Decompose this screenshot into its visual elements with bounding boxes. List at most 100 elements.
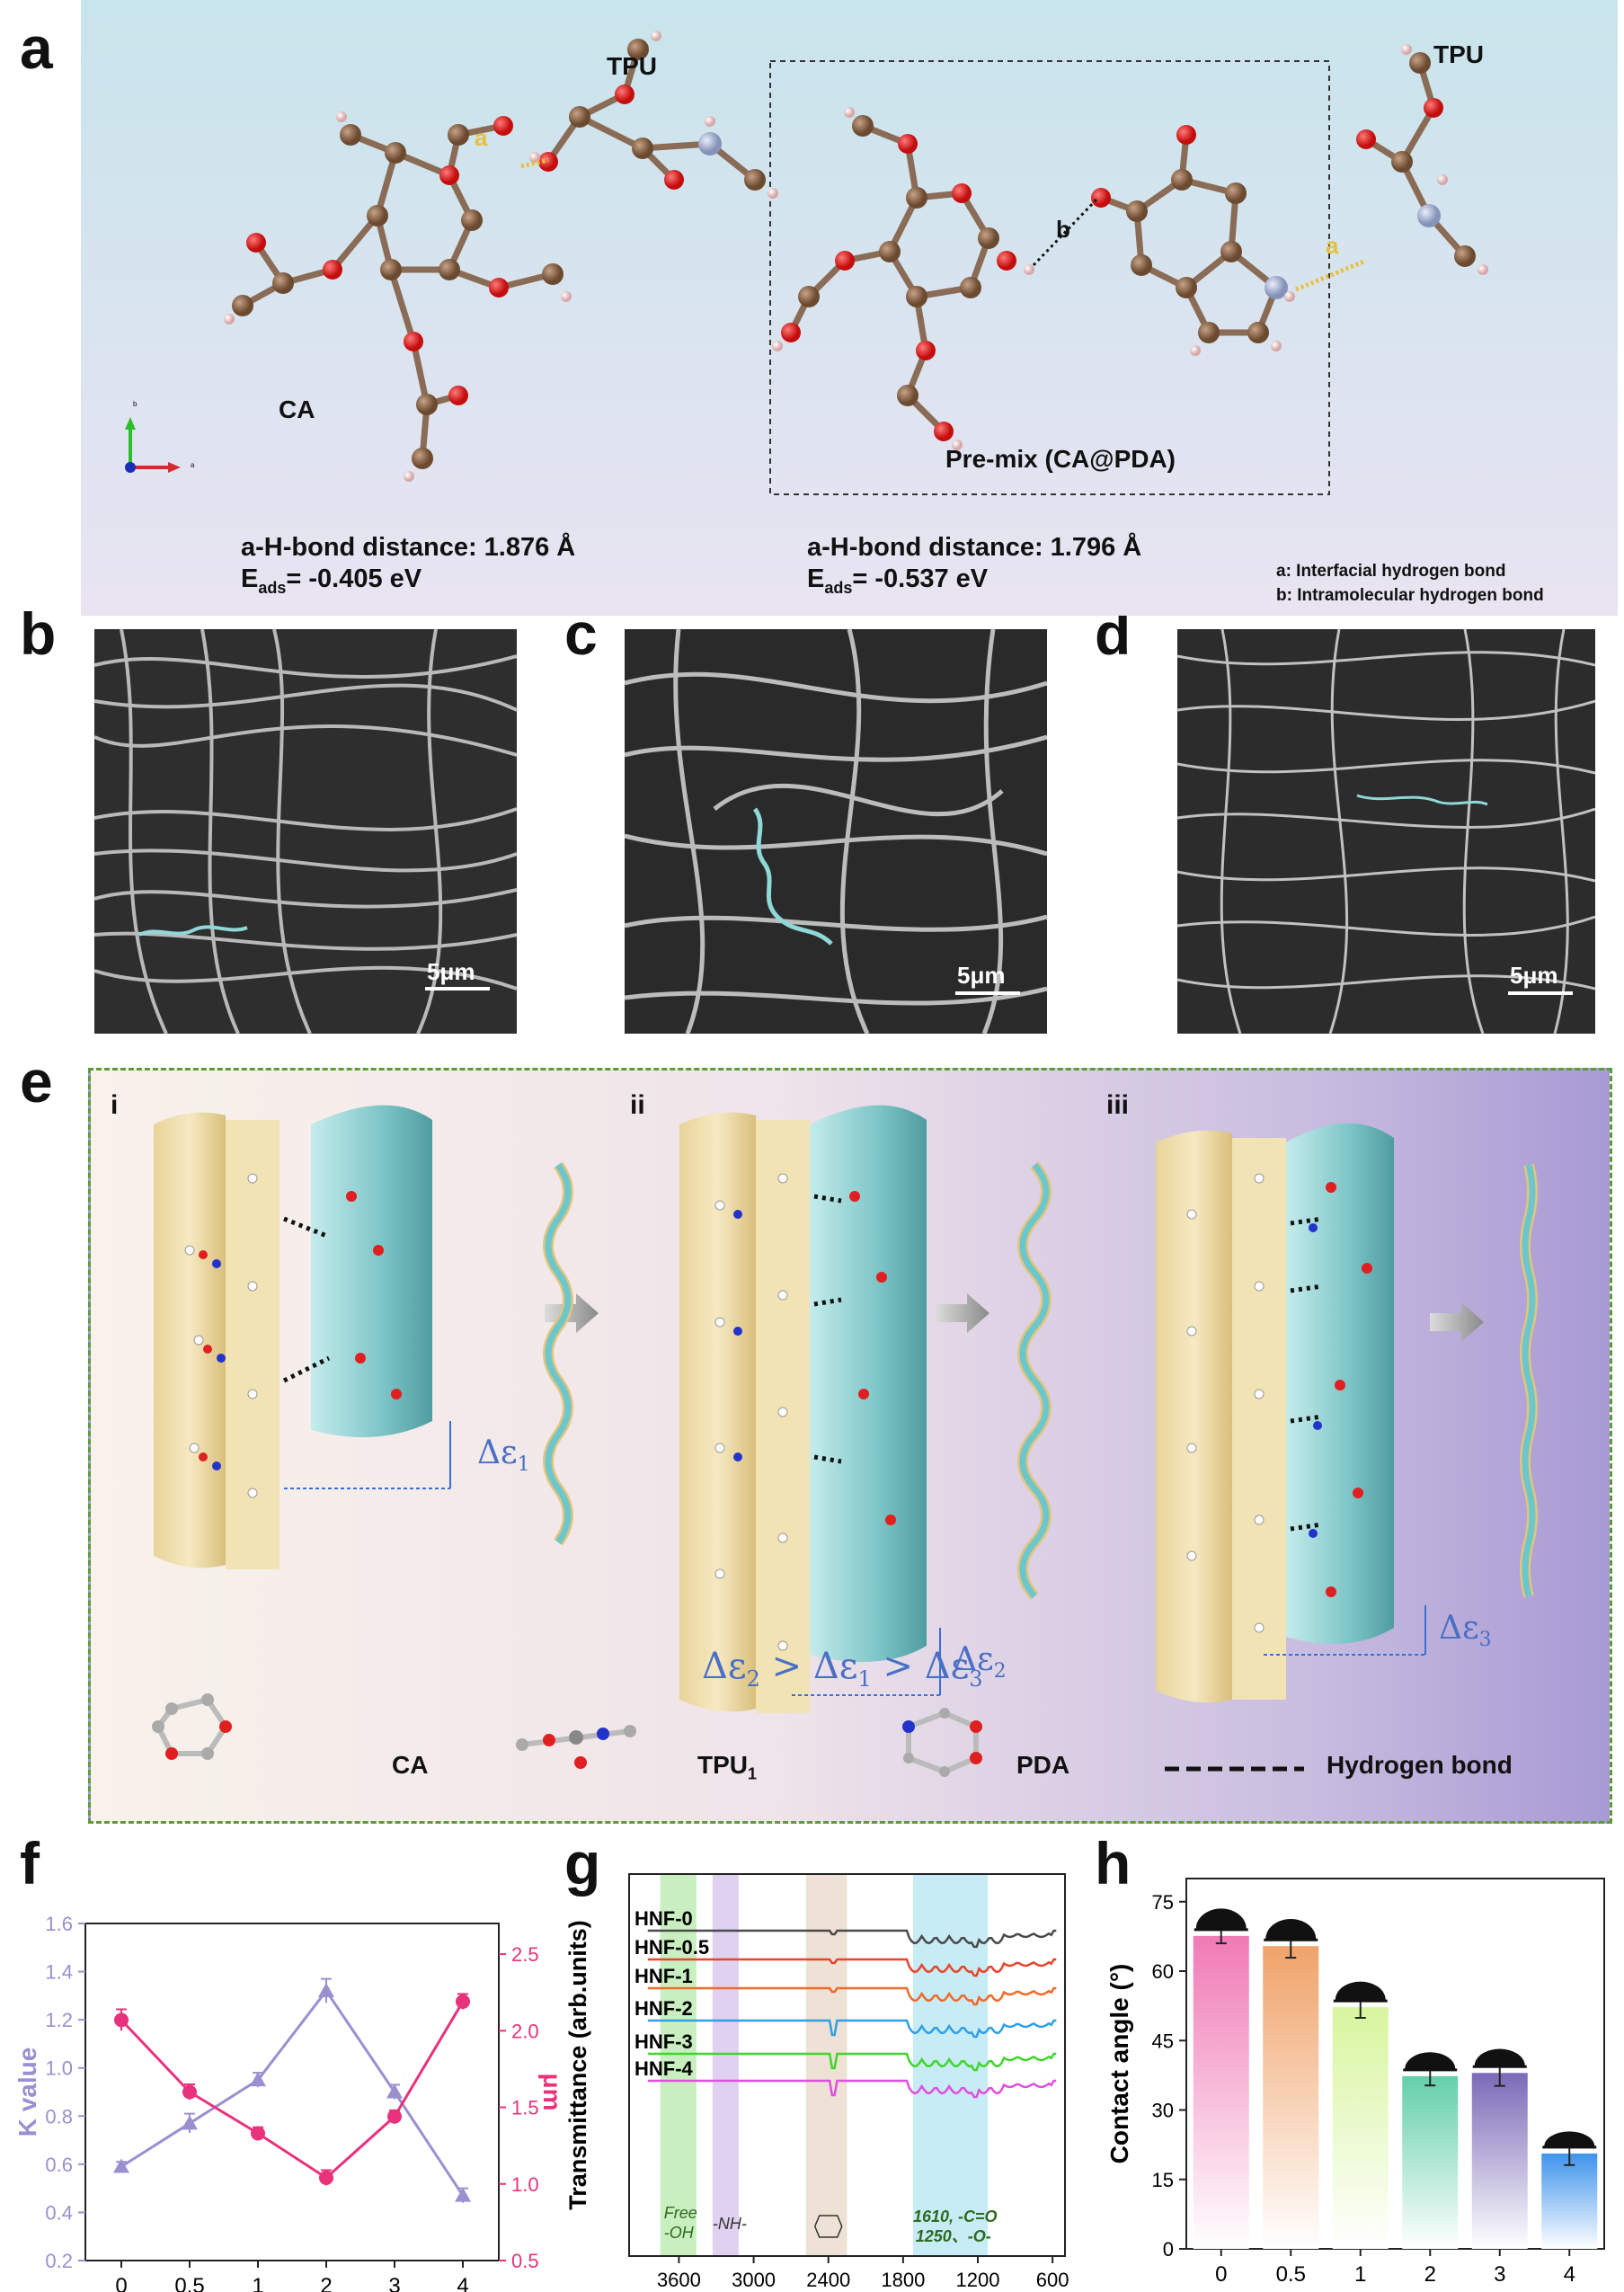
label-tpu-left: TPU — [607, 52, 657, 80]
x-tick-label: 1 — [252, 2274, 263, 2292]
unit-ii — [679, 1105, 989, 1713]
x-tick-label: 3 — [1494, 2262, 1505, 2287]
legend-label-hbond: Hydrogen bond — [1327, 1751, 1513, 1779]
droplet-icon — [1265, 1919, 1317, 1940]
legend-label-ca: CA — [392, 1751, 429, 1779]
panel-label-f: f — [20, 1830, 40, 1897]
band-label: 1610, -C=O — [913, 2208, 998, 2225]
x-tick-label: 1200 — [956, 2269, 1000, 2291]
scale-bar-d-label: 5μm — [1510, 962, 1558, 989]
y-axis-title: Contact angle (°) — [1105, 1964, 1133, 2164]
left-eads: Eads= -0.405 eV — [241, 564, 422, 597]
spectral-band — [912, 1874, 989, 2256]
x-tick-label: 0.5 — [174, 2274, 204, 2292]
bar — [1541, 2153, 1598, 2249]
y2-tick-label: 1.5 — [511, 2097, 539, 2119]
y-tick-label: 45 — [1152, 2030, 1174, 2052]
sem-image-c: 5μm — [625, 629, 1047, 1034]
y-tick-label: 1.0 — [45, 2057, 73, 2080]
series-label: HNF-4 — [635, 2057, 694, 2080]
label-delta-eps-2: Δε2 — [954, 1641, 1007, 1683]
droplet-icon — [1474, 2048, 1525, 2066]
label-delta-eps-1: Δε1 — [477, 1435, 530, 1477]
label-roman-ii: ii — [630, 1090, 645, 1120]
data-point-um — [319, 2170, 333, 2185]
x-tick-label: 4 — [457, 2274, 468, 2292]
y-tick-label: 0.8 — [45, 2105, 73, 2128]
data-point-um — [251, 2126, 265, 2141]
panel-label-b: b — [20, 600, 57, 667]
y2-tick-label: 2.5 — [511, 1943, 539, 1966]
series-label: HNF-1 — [635, 1965, 693, 1987]
ftir-spectrum — [647, 1986, 1057, 2006]
y-tick-label: 0 — [1163, 2238, 1174, 2261]
x-tick-label: 0.5 — [1276, 2262, 1306, 2287]
benzene-ring-icon — [813, 2215, 843, 2238]
y-tick-label: 1.4 — [45, 1961, 73, 1984]
series-line — [120, 1988, 465, 2197]
y-tick-label: 60 — [1152, 1960, 1174, 1983]
band-label: Free — [664, 2204, 697, 2222]
unit-iii — [1156, 1123, 1484, 1703]
ftir-spectrum — [647, 2079, 1057, 2099]
series-label: HNF-3 — [635, 2030, 693, 2053]
axis-label-b: b — [133, 400, 138, 408]
data-point-um — [387, 2109, 402, 2124]
y-tick-label: 75 — [1152, 1891, 1174, 1914]
label-tpu-right: TPU — [1433, 40, 1484, 68]
y-tick-label: 30 — [1152, 2100, 1174, 2122]
panel-label-e: e — [20, 1048, 53, 1115]
y-tick-label: 15 — [1152, 2169, 1174, 2191]
series-label: HNF-2 — [635, 1997, 693, 2020]
data-point-k — [386, 2083, 403, 2099]
data-point-k — [455, 2187, 471, 2202]
legend-label-pda: PDA — [1016, 1751, 1070, 1779]
right-hbond-distance: a-H-bond distance: 1.796 Å — [807, 533, 1142, 562]
bar — [1193, 1935, 1249, 2249]
y-tick-label: 0.4 — [45, 2201, 73, 2224]
data-point-k — [250, 2072, 266, 2087]
label-bond-a-right: a — [1326, 232, 1339, 259]
x-tick-label: 3 — [388, 2274, 400, 2292]
label-ca: CA — [279, 395, 315, 423]
axis-label-a: a — [191, 461, 195, 469]
legend-molecule-ca — [152, 1693, 232, 1760]
ftir-spectrum — [647, 2052, 1057, 2072]
y-axis-title: K value — [13, 2048, 41, 2137]
droplet-icon — [1405, 2052, 1456, 2069]
data-point-k — [182, 2115, 198, 2130]
fiber-texture-d — [1177, 629, 1595, 1034]
label-inequality: Δε2 > Δε1 > Δε3 — [702, 1646, 983, 1692]
plot-frame — [1185, 1878, 1605, 2250]
y2-tick-label: 2.0 — [511, 2020, 539, 2042]
legend-intramolecular-hbond: b: Intramolecular hydrogen bond — [1276, 586, 1544, 605]
data-point-k — [318, 1983, 334, 1997]
molecule-models — [125, 31, 1488, 495]
x-tick-label: 1800 — [881, 2269, 925, 2291]
x-tick-label: 2 — [1424, 2262, 1436, 2287]
x-tick-label: 2400 — [806, 2269, 850, 2291]
scale-bar-b-label: 5μm — [427, 958, 475, 985]
label-bond-a-left: a — [475, 124, 488, 151]
bar — [1471, 2073, 1528, 2249]
band-label: -NH- — [713, 2215, 747, 2233]
legend-molecule-tpu — [516, 1725, 636, 1769]
panel-e: i ii iii Δε1 Δε2 Δε3 Δε2 > Δε1 > Δε3 CA … — [88, 1068, 1612, 1824]
chart-f: 0.20.40.60.81.01.21.41.60.51.01.52.02.50… — [13, 1913, 557, 2292]
series-label: HNF-0 — [635, 1907, 693, 1930]
y2-axis-title: μm — [538, 2073, 557, 2110]
x-tick-label: 600 — [1036, 2269, 1069, 2291]
data-point-k — [113, 2158, 129, 2173]
panel-label-h: h — [1095, 1830, 1131, 1897]
sem-image-b: 5μm — [94, 629, 517, 1034]
series-line — [120, 2001, 465, 2180]
bar — [1402, 2075, 1459, 2249]
bar — [1332, 2007, 1389, 2249]
label-roman-i: i — [111, 1090, 119, 1120]
x-tick-label: 0 — [1215, 2262, 1227, 2287]
chart-g: 36003000240018001200600Wavenumber (cm-1)… — [564, 1873, 1069, 2291]
ftir-spectrum — [647, 2019, 1057, 2039]
y-tick-label: 0.2 — [45, 2250, 73, 2272]
x-tick-label: 3000 — [732, 2269, 776, 2291]
